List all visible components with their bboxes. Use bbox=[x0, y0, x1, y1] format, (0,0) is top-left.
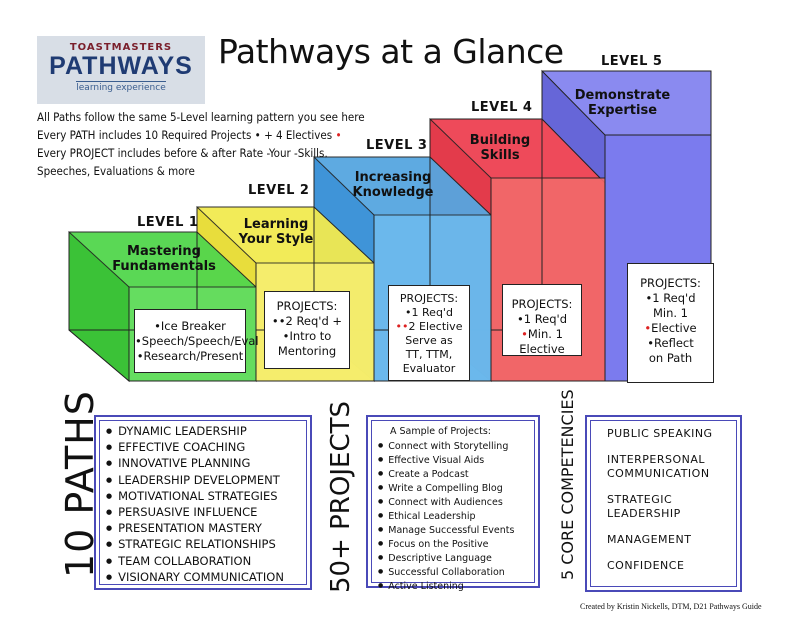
competency-item: PUBLIC SPEAKING bbox=[607, 427, 713, 440]
path-item: LEADERSHIP DEVELOPMENT bbox=[106, 472, 284, 488]
project-item: Successful Collaboration bbox=[378, 565, 514, 579]
project-line: ••2 Elective bbox=[395, 320, 463, 333]
project-line: •Speech/Speech/Eval bbox=[135, 334, 259, 348]
project-line: PROJECTS: bbox=[399, 292, 459, 305]
logo-line-1: TOASTMASTERS bbox=[69, 42, 173, 53]
competencies-list: PUBLIC SPEAKING INTERPERSONAL COMMUNICAT… bbox=[607, 427, 727, 585]
competency-item: INTERPERSONAL COMMUNICATION bbox=[607, 453, 710, 480]
project-line: •Min. 1 bbox=[521, 327, 563, 341]
paths-list: DYNAMIC LEADERSHIP EFFECTIVE COACHING IN… bbox=[106, 423, 284, 585]
level-5-title: Demonstrate Expertise bbox=[574, 88, 671, 118]
path-item: EFFECTIVE COACHING bbox=[106, 439, 284, 455]
intro-line-4: Speeches, Evaluations & more bbox=[37, 164, 195, 178]
projects-box: A Sample of Projects: Connect with Story… bbox=[366, 415, 540, 592]
project-item: Write a Compelling Blog bbox=[378, 481, 514, 495]
competency-item: STRATEGIC LEADERSHIP bbox=[607, 493, 681, 520]
project-line: Evaluator bbox=[402, 362, 456, 375]
level-4-title: Building Skills bbox=[469, 133, 531, 163]
project-item: Ethical Leadership bbox=[378, 509, 514, 523]
project-line: PROJECTS: bbox=[276, 299, 338, 313]
project-line: •Elective bbox=[644, 321, 697, 335]
project-line: •Research/Present bbox=[136, 349, 244, 363]
level-4-label: LEVEL 4 bbox=[471, 100, 533, 115]
projects-intro: A Sample of Projects: bbox=[390, 426, 491, 437]
path-item: TEAM COLLABORATION bbox=[106, 553, 284, 569]
project-item: Manage Successful Events bbox=[378, 523, 514, 537]
project-item: Create a Podcast bbox=[378, 467, 514, 481]
path-item: DYNAMIC LEADERSHIP bbox=[106, 423, 284, 439]
project-item: Focus on the Positive bbox=[378, 537, 514, 551]
level-5-projects: PROJECTS: •1 Req'd Min. 1 •Elective •Ref… bbox=[627, 263, 714, 383]
intro-line-2: Every PATH includes 10 Required Projects… bbox=[37, 128, 342, 142]
project-line: on Path bbox=[648, 351, 693, 365]
project-item: Active Listening bbox=[378, 579, 514, 593]
project-line: PROJECTS: bbox=[511, 297, 573, 311]
project-item: Effective Visual Aids bbox=[378, 453, 514, 467]
competency-item: CONFIDENCE bbox=[607, 559, 685, 572]
project-line: TT, TTM, bbox=[405, 348, 453, 361]
level-3-projects: PROJECTS: •1 Req'd ••2 Elective Serve as… bbox=[388, 285, 470, 381]
level-2-title: Learning Your Style bbox=[238, 217, 314, 247]
project-line: •Intro to bbox=[282, 329, 332, 343]
path-item: PRESENTATION MASTERY bbox=[106, 520, 284, 536]
project-line: Min. 1 bbox=[652, 306, 689, 320]
level-1-projects: •Ice Breaker •Speech/Speech/Eval •Resear… bbox=[134, 309, 259, 373]
logo-line-2: PATHWAYS bbox=[49, 52, 193, 80]
credit-line: Created by Kristin Nickells, DTM, D21 Pa… bbox=[580, 602, 762, 611]
project-item: Descriptive Language bbox=[378, 551, 514, 565]
project-line: Elective bbox=[519, 342, 565, 356]
intro-line-3: Every PROJECT includes before & after Ra… bbox=[37, 146, 328, 160]
path-item: STRATEGIC RELATIONSHIPS bbox=[106, 536, 284, 552]
level-3-label: LEVEL 3 bbox=[366, 138, 428, 153]
level-5-label: LEVEL 5 bbox=[601, 54, 663, 69]
logo-line-3: learning experience bbox=[76, 81, 166, 93]
projects-heading: 50+ PROJECTS bbox=[326, 401, 356, 593]
level-1-label: LEVEL 1 bbox=[137, 215, 199, 230]
level-1-title: Mastering Fundamentals bbox=[112, 244, 216, 274]
project-item: Connect with Audiences bbox=[378, 495, 514, 509]
level-2-label: LEVEL 2 bbox=[248, 183, 310, 198]
project-line: •1 Req'd bbox=[405, 306, 453, 319]
paths-box: DYNAMIC LEADERSHIP EFFECTIVE COACHING IN… bbox=[94, 415, 312, 590]
path-item: INNOVATIVE PLANNING bbox=[106, 455, 284, 471]
competencies-heading: 5 CORE COMPETENCIES bbox=[558, 389, 577, 580]
level-3-title: Increasing Knowledge bbox=[352, 170, 434, 200]
project-line: Mentoring bbox=[277, 344, 337, 358]
path-item: VISIONARY COMMUNICATION bbox=[106, 569, 284, 585]
toastmasters-pathways-logo: TOASTMASTERS PATHWAYS learning experienc… bbox=[37, 36, 205, 104]
level-2-projects: PROJECTS: ••2 Req'd + •Intro to Mentorin… bbox=[264, 291, 350, 369]
project-line: •Reflect bbox=[647, 336, 694, 350]
project-line: Serve as bbox=[405, 334, 453, 347]
intro-line-1: All Paths follow the same 5-Level learni… bbox=[37, 110, 365, 124]
competencies-box: PUBLIC SPEAKING INTERPERSONAL COMMUNICAT… bbox=[585, 415, 742, 592]
project-item: Connect with Storytelling bbox=[378, 439, 514, 453]
project-line: •Ice Breaker bbox=[154, 319, 226, 333]
project-line: •1 Req'd bbox=[645, 291, 696, 305]
project-line: ••2 Req'd + bbox=[271, 314, 343, 328]
level-4-projects: PROJECTS: •1 Req'd •Min. 1 Elective bbox=[502, 284, 582, 356]
competency-item: MANAGEMENT bbox=[607, 533, 692, 546]
project-line: •1 Req'd bbox=[516, 312, 568, 326]
path-item: PERSUASIVE INFLUENCE bbox=[106, 504, 284, 520]
project-line: PROJECTS: bbox=[640, 276, 701, 290]
projects-list: Connect with Storytelling Effective Visu… bbox=[378, 439, 514, 593]
path-item: MOTIVATIONAL STRATEGIES bbox=[106, 488, 284, 504]
page-title: Pathways at a Glance bbox=[218, 32, 564, 71]
